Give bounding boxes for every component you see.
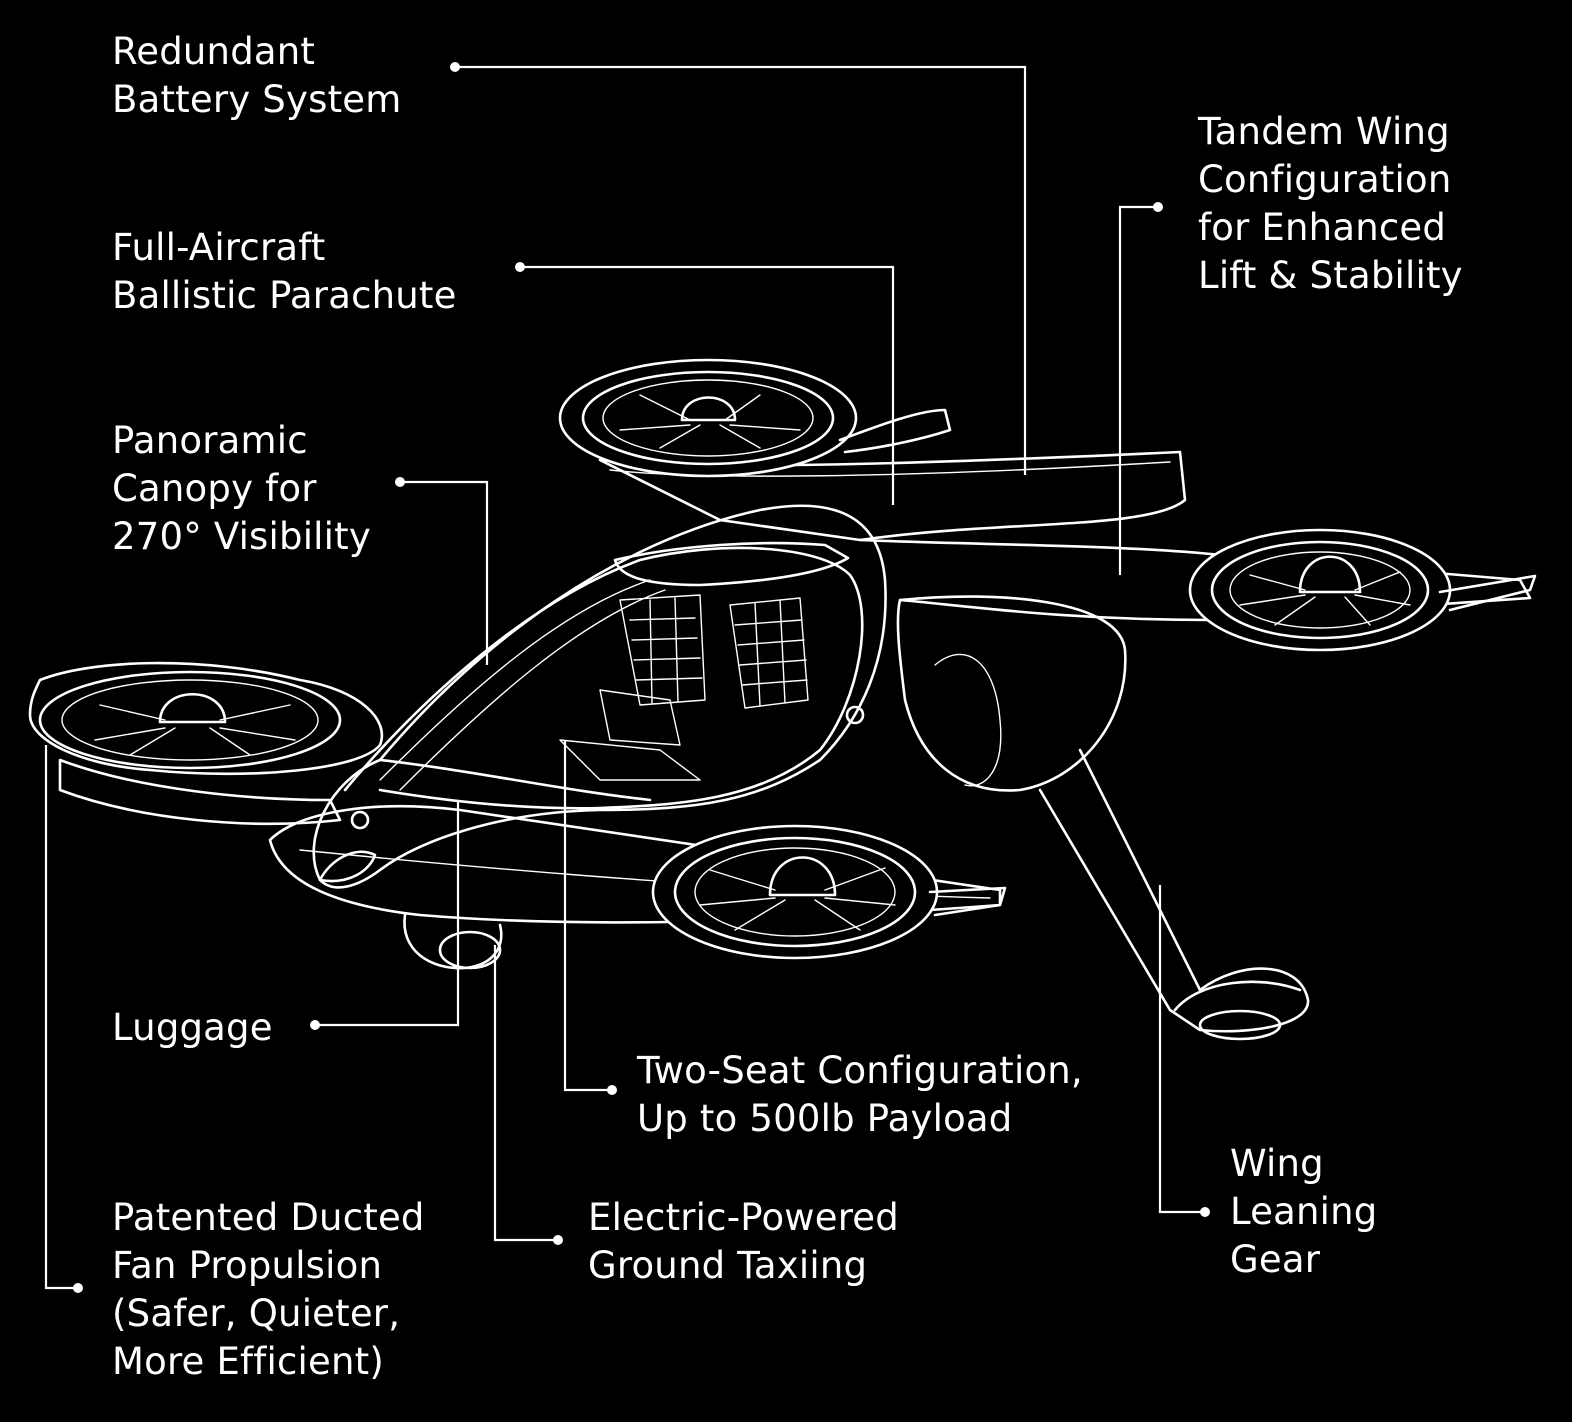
leader-dot-luggage bbox=[310, 1020, 320, 1030]
callout-seats-line-2: Up to 500lb Payload bbox=[637, 1097, 1013, 1140]
callout-parachute: Full-Aircraft Ballistic Parachute bbox=[112, 224, 457, 320]
callout-gear-line-3: Gear bbox=[1230, 1238, 1321, 1281]
callout-battery-line-1: Redundant bbox=[112, 30, 316, 73]
leader-dot-gear bbox=[1200, 1207, 1210, 1217]
aircraft-sketch bbox=[28, 358, 1537, 1041]
callout-tandem-wing-line-1: Tandem Wing bbox=[1198, 110, 1450, 153]
callout-tandem-wing-line-2: Configuration bbox=[1198, 158, 1452, 201]
callout-taxiing: Electric-Powered Ground Taxiing bbox=[588, 1194, 899, 1290]
leader-battery bbox=[455, 65, 1027, 475]
callout-parachute-line-2: Ballistic Parachute bbox=[112, 274, 457, 317]
leader-dot-parachute bbox=[515, 262, 525, 272]
leader-taxiing bbox=[493, 945, 558, 1242]
callout-propulsion-line-1: Patented Ducted bbox=[112, 1196, 425, 1239]
leader-parachute bbox=[520, 265, 895, 505]
callout-propulsion-line-2: Fan Propulsion bbox=[112, 1244, 383, 1287]
seats-sketch bbox=[559, 594, 809, 781]
duct-fan-front-left bbox=[28, 661, 384, 826]
duct-fan-rear-right bbox=[1188, 528, 1537, 652]
callout-canopy-line-3: 270° Visibility bbox=[112, 515, 371, 558]
callout-luggage-line-1: Luggage bbox=[112, 1006, 273, 1049]
callout-gear-line-2: Leaning bbox=[1230, 1190, 1378, 1233]
leader-luggage bbox=[315, 800, 460, 1027]
leader-dot-tandem-wing bbox=[1153, 202, 1163, 212]
duct-fan-front-right bbox=[651, 824, 1007, 960]
callout-gear: Wing Leaning Gear bbox=[1230, 1140, 1377, 1284]
callout-parachute-line-1: Full-Aircraft bbox=[112, 226, 326, 269]
callout-seats: Two-Seat Configuration, Up to 500lb Payl… bbox=[637, 1047, 1083, 1143]
callout-taxiing-line-2: Ground Taxiing bbox=[588, 1244, 868, 1287]
leader-dot-seats bbox=[607, 1085, 617, 1095]
leader-lines bbox=[44, 62, 1210, 1293]
callout-tandem-wing-line-3: for Enhanced bbox=[1198, 206, 1447, 249]
callout-tandem-wing-line-4: Lift & Stability bbox=[1198, 254, 1463, 297]
callout-tandem-wing: Tandem Wing Configuration for Enhanced L… bbox=[1198, 108, 1463, 300]
callout-canopy-line-1: Panoramic bbox=[112, 419, 308, 462]
leader-dot-propulsion bbox=[73, 1283, 83, 1293]
callout-seats-line-1: Two-Seat Configuration, bbox=[637, 1049, 1083, 1092]
callout-canopy: Panoramic Canopy for 270° Visibility bbox=[112, 417, 371, 561]
leader-canopy bbox=[400, 480, 489, 665]
callout-battery-line-2: Battery System bbox=[112, 78, 402, 121]
leader-dot-canopy bbox=[395, 477, 405, 487]
callout-propulsion: Patented Ducted Fan Propulsion (Safer, Q… bbox=[112, 1194, 425, 1386]
leader-tandem-wing bbox=[1118, 205, 1158, 575]
callout-propulsion-line-3: (Safer, Quieter, bbox=[112, 1292, 401, 1335]
callout-propulsion-line-4: More Efficient) bbox=[112, 1340, 384, 1383]
callout-battery: Redundant Battery System bbox=[112, 28, 401, 124]
callout-gear-line-1: Wing bbox=[1230, 1142, 1324, 1185]
callout-canopy-line-2: Canopy for bbox=[112, 467, 317, 510]
leader-gear bbox=[1158, 885, 1205, 1214]
leader-seats bbox=[563, 740, 612, 1092]
callout-luggage: Luggage bbox=[112, 1004, 273, 1052]
leader-dot-battery bbox=[450, 62, 460, 72]
leader-dot-taxiing bbox=[553, 1235, 563, 1245]
duct-fan-rear-left bbox=[558, 358, 952, 478]
leader-propulsion bbox=[44, 745, 78, 1290]
callout-taxiing-line-1: Electric-Powered bbox=[588, 1196, 899, 1239]
